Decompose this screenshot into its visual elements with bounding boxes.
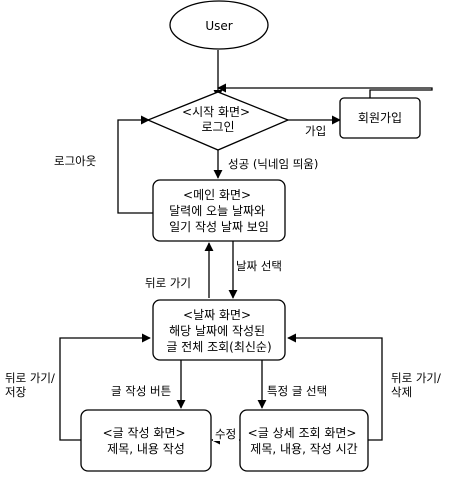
edge-labels: 가입 성공 (닉네임 띄움) 로그아웃 뒤로 가기 날짜 선택 글 작성 버튼 … xyxy=(5,124,445,441)
node-write-text: <글 작성 화면> 제목, 내용 작성 xyxy=(103,426,190,456)
node-login xyxy=(146,91,290,151)
label-select-post: 특정 글 선택 xyxy=(267,384,327,398)
nodes: User <시작 화면> 로그인 회원가입 <메인 화면> 달력에 오늘 날짜와… xyxy=(80,0,421,472)
label-select-date: 날짜 선택 xyxy=(236,259,282,273)
node-date-text: <날짜 화면> 해당 날짜에 작성된 글 전체 조회(최신순) xyxy=(166,308,271,354)
label-edit: 수정 xyxy=(215,427,236,441)
label-back-save: 뒤로 가기/ 저장 xyxy=(5,371,59,399)
node-write xyxy=(80,409,212,472)
node-signup xyxy=(339,97,421,139)
label-back: 뒤로 가기 xyxy=(145,276,191,290)
node-login-text: <시작 화면> 로그인 xyxy=(182,105,254,134)
edge-signup-loop xyxy=(217,83,433,98)
node-detail-text: <글 상세 조회 화면> 제목, 내용, 작성 시간 xyxy=(248,426,361,456)
node-date xyxy=(152,299,286,361)
node-signup-text: 회원가입 xyxy=(358,111,402,125)
edge-detail-date xyxy=(287,333,383,441)
label-write-button: 글 작성 버튼 xyxy=(111,384,171,398)
edge-write-date xyxy=(59,333,151,441)
node-user xyxy=(169,0,269,50)
edge-main-logout xyxy=(117,115,153,214)
node-main xyxy=(152,179,286,242)
node-main-text: <메인 화면> 달력에 오늘 날짜와 일기 작성 날짜 보임 xyxy=(169,188,269,234)
label-join: 가입 xyxy=(305,124,326,138)
label-back-delete: 뒤로 가기/ 삭제 xyxy=(391,371,445,399)
label-success: 성공 (닉네임 띄움) xyxy=(228,157,318,171)
node-user-text: User xyxy=(205,19,232,33)
label-logout: 로그아웃 xyxy=(54,154,96,168)
node-detail xyxy=(239,409,369,472)
